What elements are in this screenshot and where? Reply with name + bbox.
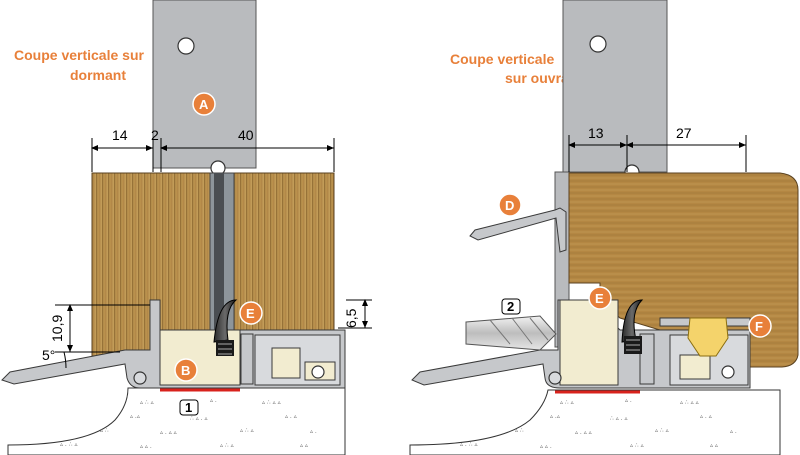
right-view: Coupe verticale sur ouvrant ▵ ∴ ▵▵ .▵ ∴ … [409,0,799,455]
right-number-2: 2 [501,298,521,315]
svg-text:▵ . ▵ ▵: ▵ . ▵ ▵ [160,429,177,436]
left-dim-2: 2 [151,127,159,143]
svg-text:E: E [595,291,604,306]
svg-text:▵ . ▵: ▵ . ▵ [285,413,297,420]
svg-text:∴ ▵ . ▵: ∴ ▵ . ▵ [190,415,207,422]
svg-text:F: F [755,319,763,334]
left-view: Coupe verticale sur dormant ▵ ∴ ▵▵ .▵ ∴ … [1,0,372,455]
left-dimension-lines [55,138,372,369]
svg-text:▵ ∴ ▵: ▵ ∴ ▵ [240,427,254,434]
svg-text:E: E [246,306,255,321]
svg-text:▵ ▵: ▵ ▵ [710,442,718,449]
left-dim-angle: 5° [42,347,55,363]
svg-text:▵ .: ▵ . [730,428,737,435]
right-badge-e: E [588,286,612,310]
right-gasket [621,299,644,354]
right-dimension-lines [568,135,747,172]
svg-text:▵ ∴: ▵ ∴ [100,427,109,434]
svg-text:▵ ∴ ▵ ▵: ▵ ∴ ▵ ▵ [262,399,281,406]
svg-text:▵ .▵: ▵ .▵ [550,413,560,420]
svg-text:▵ ∴: ▵ ∴ [515,427,524,434]
svg-text:▵ . ∴ ▵: ▵ . ∴ ▵ [460,441,477,448]
svg-text:▵ ▵ .: ▵ ▵ . [540,443,552,450]
left-concrete-floor: ▵ ∴ ▵ ▵ . ▵ ∴ ▵ ▵ ▵ .▵ ∴ ▵ . ▵ ▵ . ▵ ▵ ∴ ▵ . … [7,387,346,455]
left-number-1: 1 [179,399,199,416]
svg-text:1: 1 [185,400,192,415]
svg-text:D: D [505,198,514,213]
left-badge-e: E [239,301,263,325]
left-badge-b: B [174,358,198,382]
svg-text:▵ ∴ ▵: ▵ ∴ ▵ [630,442,644,449]
right-drill-bit [465,315,557,351]
svg-text:▵ . ∴ ▵: ▵ . ∴ ▵ [60,441,77,448]
left-metal-plate [152,0,257,176]
svg-text:A: A [199,97,209,112]
svg-text:▵ .▵: ▵ .▵ [130,413,140,420]
svg-text:▵ .: ▵ . [625,397,632,404]
svg-text:2: 2 [507,299,514,314]
right-dim-27: 27 [676,125,692,141]
left-gasket [213,299,238,356]
left-dim-40: 40 [238,127,254,143]
right-seal-f [687,317,729,357]
left-dim-seal-height: 6,5 [343,308,359,328]
svg-text:▵ ∴ ▵ ▵: ▵ ∴ ▵ ▵ [680,399,699,406]
right-title-line1: Coupe verticale [450,51,554,67]
left-dim-14: 14 [112,127,128,143]
right-dim-13: 13 [588,125,604,141]
svg-text:▵ ∴ ▵: ▵ ∴ ▵ [220,442,234,449]
svg-text:▵ ∴ ▵: ▵ ∴ ▵ [655,427,669,434]
left-wood-block [91,172,335,357]
left-badge-a: A [192,92,216,116]
right-metal-plate [562,0,668,180]
right-badge-f: F [748,314,772,338]
right-drip-profile [469,207,567,253]
right-badge-d: D [498,193,522,217]
svg-text:▵ ∴ ▵: ▵ ∴ ▵ [560,399,574,406]
svg-text:▵ ▵ .: ▵ ▵ . [140,443,152,450]
left-dim-height: 10,9 [49,315,65,342]
svg-text:▵ . ▵ ▵: ▵ . ▵ ▵ [575,429,592,436]
svg-text:B: B [181,363,190,378]
svg-text:▵ ∴ ▵: ▵ ∴ ▵ [140,399,154,406]
left-title-line2: dormant [70,67,126,83]
svg-text:▵ .: ▵ . [310,428,317,435]
svg-text:▵ ▵: ▵ ▵ [300,442,308,449]
right-concrete-floor: ▵ ∴ ▵ ▵ . ▵ ∴ ▵ ▵ ▵ .▵ ∴ ▵ . ▵ ▵ . ▵ ▵ ∴ ▵ . … [409,389,781,455]
left-title-line1: Coupe verticale sur [14,47,144,63]
svg-text:▵ . ▵: ▵ . ▵ [700,413,712,420]
svg-text:∴ ▵ . ▵: ∴ ▵ . ▵ [610,415,627,422]
svg-text:▵ .: ▵ . [210,397,217,404]
